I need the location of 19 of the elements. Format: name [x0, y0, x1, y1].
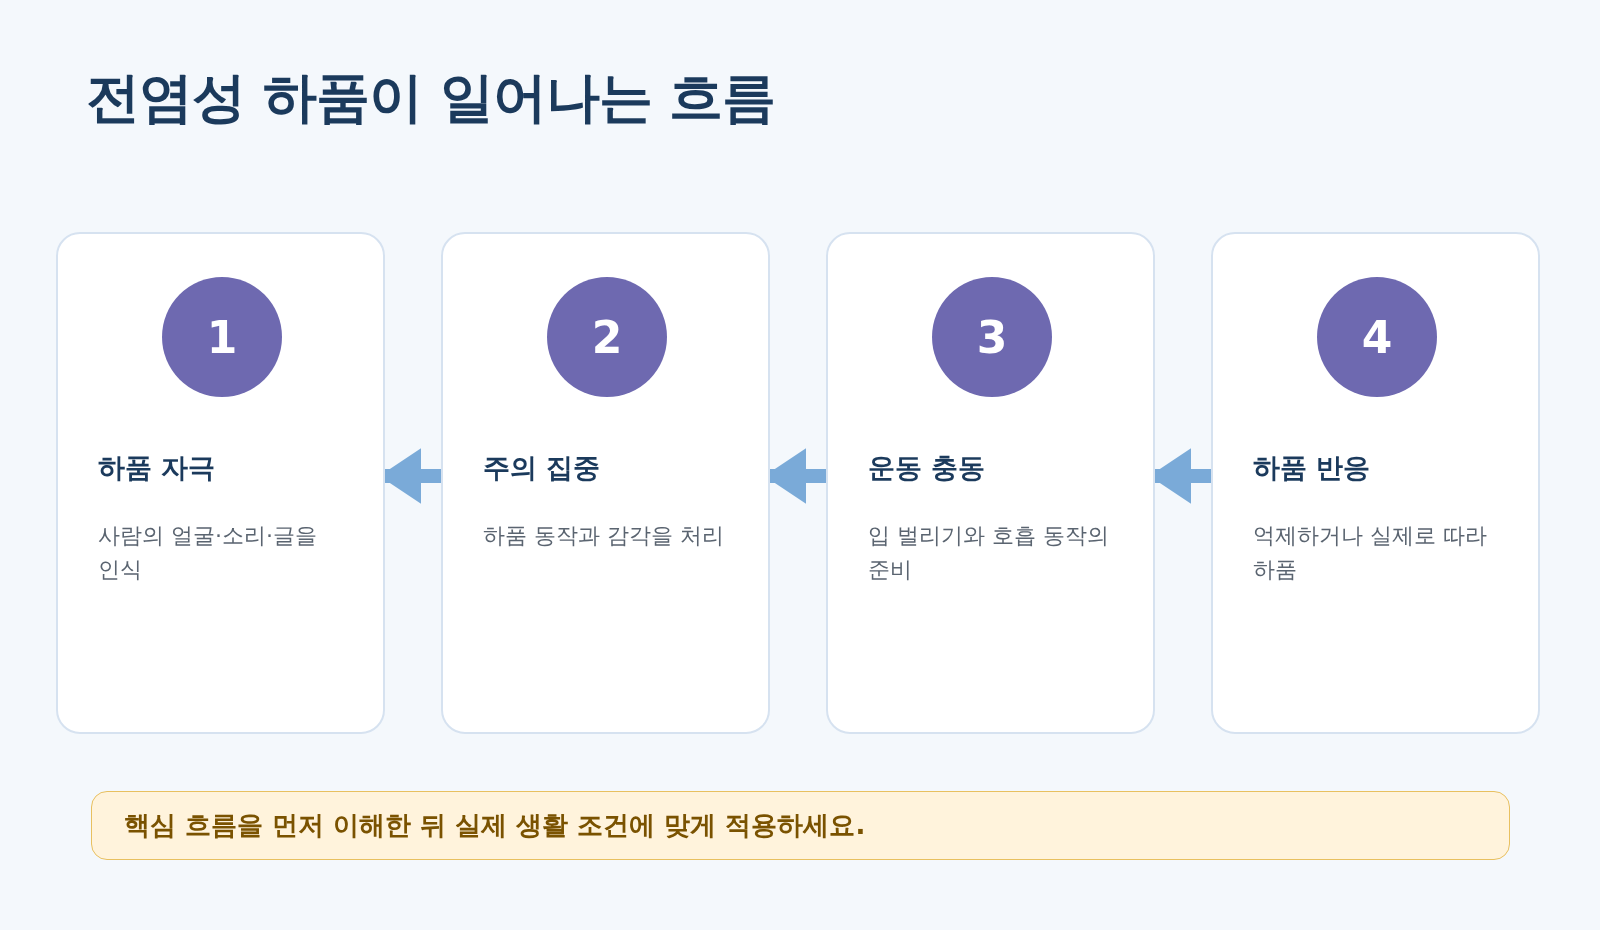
step-card — [826, 232, 1155, 734]
step-description: 하품 동작과 감각을 처리 — [483, 522, 725, 550]
step-description: 사람의 얼굴·소리·글을 인식 — [98, 522, 318, 584]
step-number-circle: 4 — [1317, 277, 1437, 397]
step-card — [441, 232, 770, 734]
step-number-circle: 2 — [547, 277, 667, 397]
step-card — [1211, 232, 1540, 734]
note-text: 핵심 흐름을 먼저 이해한 뒤 실제 생활 조건에 맞게 적용하세요. — [124, 809, 866, 842]
step-description: 입 벌리기와 호흡 동작의 준비 — [868, 522, 1110, 584]
step-description: 억제하거나 실제로 따라 하품 — [1253, 522, 1488, 584]
step-heading: 하품 반응 — [1253, 451, 1371, 485]
step-heading: 하품 자극 — [98, 451, 216, 485]
step-number-circle: 3 — [932, 277, 1052, 397]
note-banner — [91, 791, 1510, 860]
step-heading: 주의 집중 — [483, 451, 601, 485]
step-card — [56, 232, 385, 734]
diagram-title: 전염성 하품이 일어나는 흐름 — [86, 65, 776, 131]
step-heading: 운동 충동 — [868, 451, 986, 485]
step-number-circle: 1 — [162, 277, 282, 397]
